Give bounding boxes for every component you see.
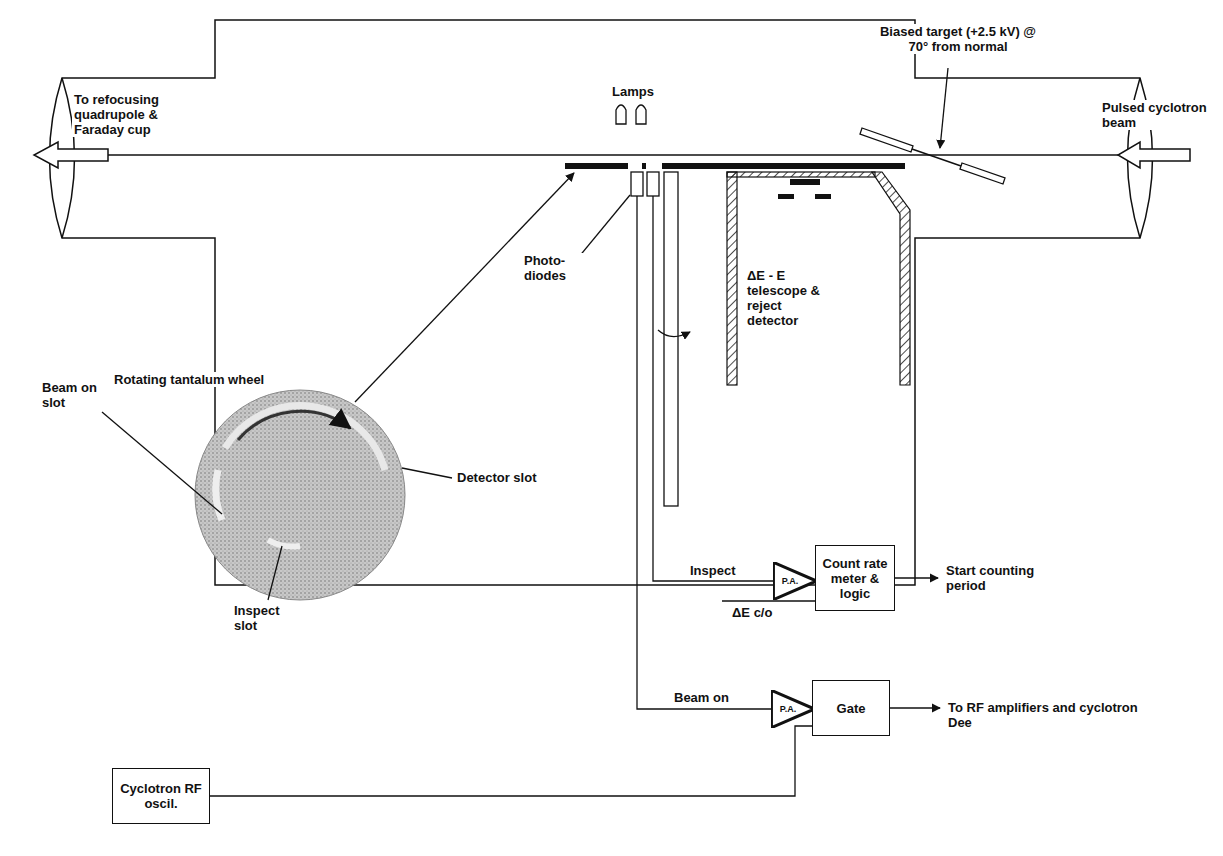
preamplifier-triangle: P.A. [773,562,817,600]
lamp [636,105,646,124]
target-label: Biased target (+2.5 kV) @ 70° from norma… [872,24,1044,54]
photodiode [631,172,643,196]
vacuum-chamber [50,20,1153,585]
delta-e-detector [790,179,820,185]
slot-label: Inspect slot [232,603,302,633]
e-detector [778,194,794,199]
target-foil [912,149,961,166]
lamps-label: Lamps [610,84,670,99]
telescope-top [727,172,875,177]
photodiode-label: Photo-diodes [522,253,584,283]
output-label: Start counting period [944,563,1064,593]
telescope-label: ΔE - E telescope & reject detector [745,268,827,328]
slot-label: Detector slot [455,470,565,485]
photodiode [647,172,659,196]
beam-label: Pulsed cyclotron beam [1100,100,1210,130]
signal-connector [210,726,812,796]
amplifier-label: P.A. [780,704,796,714]
signal-name: ΔE c/o [730,605,790,620]
amplifier-triangle [773,562,816,599]
gate-output [890,707,940,708]
exit-label: To refocusing quadrupole & Faraday cup [72,92,192,137]
box-label: Cyclotron RF oscil. [117,781,205,811]
telescope-wall [872,172,910,385]
delta-e-cutoff-line [722,600,815,601]
box-label: Count rate meter & logic [820,556,890,601]
reject-detector [815,194,831,199]
box-label: Gate [837,701,866,716]
oscillator-box: Cyclotron RF oscil. [112,768,210,824]
signal-name: Inspect [688,563,748,578]
rotation-arrow [658,330,690,337]
wheel-edge [662,163,905,169]
leader-line [102,412,222,514]
preamplifier-triangle: P.A. [771,690,815,728]
target-holder [860,128,913,152]
leader-line [578,195,630,258]
rotation-arrow [238,411,350,440]
wheel-shaft [664,172,678,506]
leader-line [355,173,574,402]
beam-arrow [34,142,108,168]
inspect-slot [268,540,300,547]
start-line [893,577,938,578]
wheel-edge [565,163,628,169]
beam-line [100,154,1125,156]
wheel-edge [642,163,646,169]
detector-slot-track [225,406,385,470]
beam-arrow [1118,142,1190,168]
amplifier-triangle [771,690,814,727]
signal-name: Beam on [672,690,742,705]
tantalum-wheel [195,390,405,600]
leader-line [268,546,282,600]
target-holder [960,163,1005,184]
slot-label: Beam on slot [40,380,102,410]
amplifier-label: P.A. [782,576,798,586]
wheel-label: Rotating tantalum wheel [112,372,342,387]
lamp [616,105,626,124]
inspect-wire [653,196,773,581]
telescope-wall [727,172,737,385]
target-leader [940,68,948,148]
logic-box: Count rate meter & logic [815,545,895,611]
leader-line [402,468,452,478]
gate-box: Gate [812,680,890,736]
output-label: To RF amplifiers and cyclotron Dee [946,700,1166,730]
